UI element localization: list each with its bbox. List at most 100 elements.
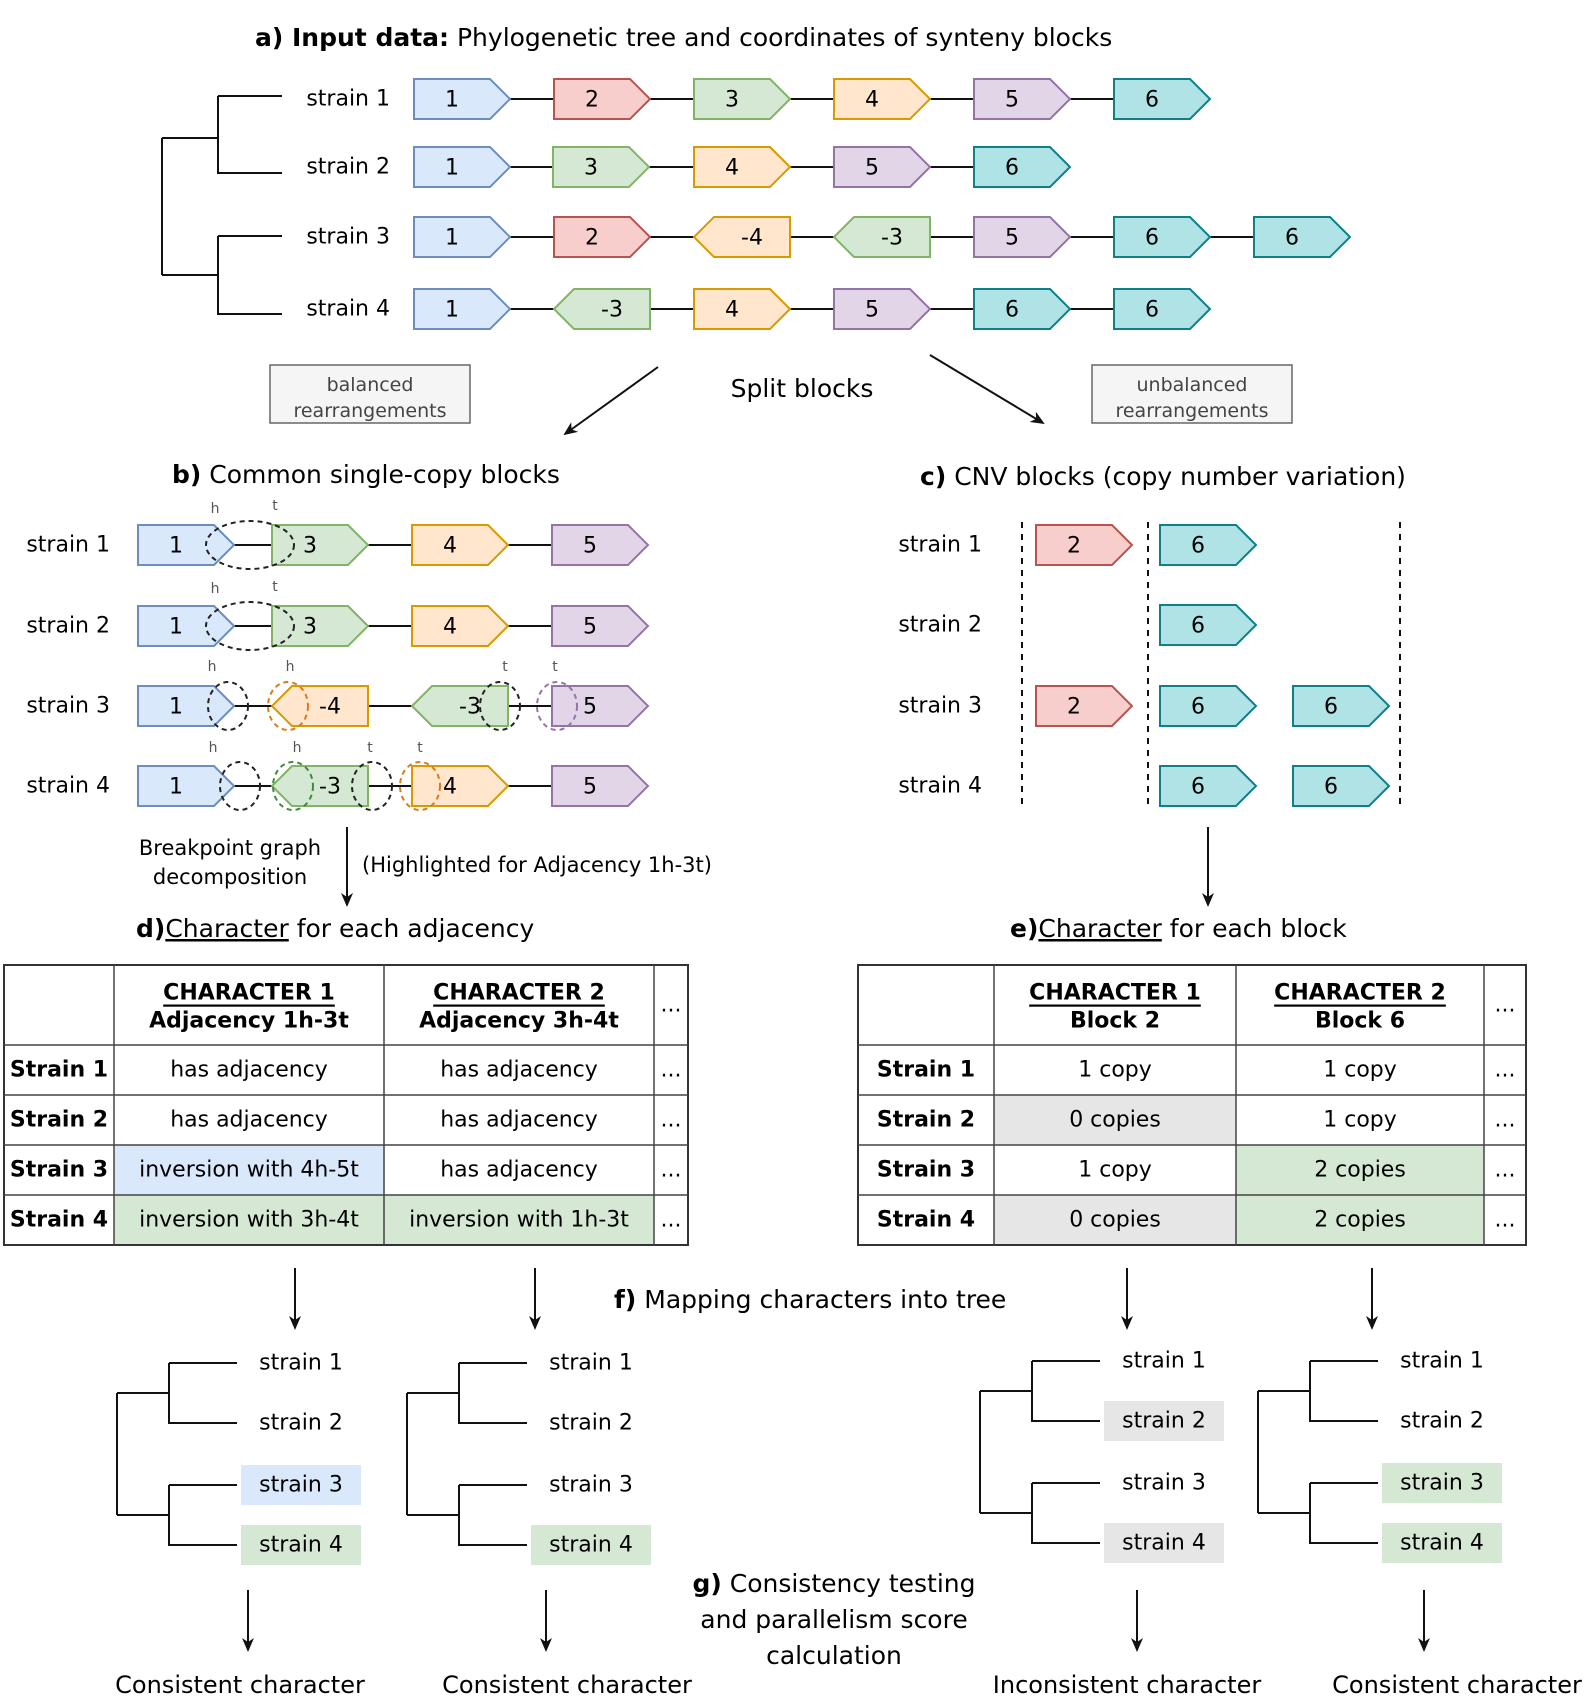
panel-b-block-1-3-label: 4: [443, 534, 457, 559]
panel-a-block-3-4: -3: [832, 216, 931, 258]
panel-a-block-4-5: 6: [973, 288, 1072, 330]
ht-label-4-h1: h: [209, 740, 218, 756]
panel-b-block-2-3-shape: [411, 605, 510, 647]
panel-b-block-1-1-label: 1: [169, 534, 183, 559]
table-e-cell-shade-2-1: [994, 1095, 1236, 1145]
result-label-3: Inconsistent character: [993, 1671, 1262, 1699]
panel-c-block-3-3-shape: [1292, 685, 1391, 727]
table-d-cell-shade-4-2: [384, 1195, 654, 1245]
table-d-cell-4-1: inversion with 3h-4t: [139, 1208, 359, 1233]
tree-3-label-3: strain 3: [1122, 1471, 1206, 1496]
panel-a-block-1-6-label: 6: [1145, 88, 1159, 113]
table-e-cell-1-1: 1 copy: [1078, 1058, 1152, 1083]
panel-b-block-2-4: 5: [551, 605, 650, 647]
panel-a-block-3-6: 6: [1113, 216, 1212, 258]
tree-4-label-3: strain 3: [1400, 1471, 1484, 1496]
table-e-cell-4-2: 2 copies: [1314, 1208, 1406, 1233]
panel-d: d)Character for each adjacency CHARACTER…: [3, 914, 689, 1246]
panel-a-block-4-6-label: 6: [1145, 298, 1159, 323]
panel-a-block-4-4-label: 5: [865, 298, 879, 323]
tree-2-highlight-4: [531, 1525, 651, 1565]
table-d-cell-3-2: has adjacency: [440, 1158, 598, 1183]
table-e-row-label-4: Strain 4: [877, 1208, 975, 1233]
unbalanced-box: [1091, 364, 1293, 424]
panel-a-block-4-6-shape: [1113, 288, 1212, 330]
panel-a-block-1-2: 2: [553, 78, 652, 120]
tree-4-label-2: strain 2: [1400, 1409, 1484, 1434]
panel-a-block-1-2-label: 2: [585, 88, 599, 113]
panel-c: c) CNV blocks (copy number variation) st…: [898, 462, 1406, 907]
panel-c-block-1-1: 2: [1035, 524, 1134, 566]
table-e-cell-shade-4-2: [1236, 1195, 1484, 1245]
table-e-ellipsis-2: ...: [1495, 1108, 1516, 1133]
panel-a-block-4-1-label: 1: [445, 298, 459, 323]
tree-1-label-1: strain 1: [259, 1351, 343, 1376]
panel-b-block-2-1: 1: [137, 605, 236, 647]
panel-b-block-4-4-shape: [551, 765, 650, 807]
table-e-header-sub-1: Block 2: [1070, 1009, 1160, 1034]
table-e-cell-2-2: 1 copy: [1323, 1108, 1397, 1133]
adjacency-circle-4-3: [351, 761, 393, 811]
panel-b-block-4-1-label: 1: [169, 775, 183, 800]
panel-b-block-3-2-label: -4: [319, 695, 341, 720]
panel-a-block-3-4-shape: [832, 216, 931, 258]
panel-a-block-1-6-shape: [1113, 78, 1212, 120]
adjacency-circle-3-1: [207, 681, 249, 731]
table-d-header-name-1: CHARACTER 1: [163, 981, 335, 1006]
panel-e: e)Character for each block CHARACTER 1Bl…: [857, 914, 1527, 1246]
table-e-cell-shade-4-1: [994, 1195, 1236, 1245]
table-d-cell-4-2: inversion with 1h-3t: [409, 1208, 629, 1233]
ht-label-4-t1: t: [367, 740, 373, 756]
panel-e-title-rest: for each block: [1162, 914, 1347, 943]
table-e-row-label-2: Strain 2: [877, 1108, 975, 1133]
tree-4-label-1: strain 1: [1400, 1349, 1484, 1374]
panel-a-block-1-4: 4: [833, 78, 932, 120]
panel-a-block-4-5-label: 6: [1005, 298, 1019, 323]
panel-a-block-1-4-label: 4: [865, 88, 879, 113]
panel-c-block-1-2: 6: [1159, 524, 1258, 566]
panel-f-title-rest: Mapping characters into tree: [636, 1285, 1006, 1314]
panel-c-title-bold: c): [920, 462, 946, 491]
tree-1-label-2: strain 2: [259, 1411, 343, 1436]
table-d-row-label-1: Strain 1: [10, 1058, 108, 1083]
panel-a-block-2-1-label: 1: [445, 156, 459, 181]
panel-c-block-4-2: 6: [1292, 765, 1391, 807]
panel-c-block-1-1-label: 2: [1067, 534, 1081, 559]
table-d-ellipsis-4: ...: [661, 1208, 682, 1233]
panel-c-block-4-1: 6: [1159, 765, 1258, 807]
panel-a-block-1-5-label: 5: [1005, 88, 1019, 113]
tree-1-label-3: strain 3: [259, 1473, 343, 1498]
panel-a-block-4-3-label: 4: [725, 298, 739, 323]
adjacency-circle-4-1: [219, 761, 261, 811]
ht-label-4-h2: h: [293, 740, 302, 756]
panel-e-title-character: Character: [1038, 914, 1162, 943]
panel-c-block-1-1-shape: [1035, 524, 1134, 566]
panel-b-strain-label-2: strain 2: [26, 614, 110, 639]
panel-a-block-1-1: 1: [413, 78, 512, 120]
split-arrow-right: [929, 354, 1045, 425]
adjacency-circle-3-4: [536, 681, 578, 731]
panel-a-block-3-1: 1: [413, 216, 512, 258]
result-label-2: Consistent character: [442, 1671, 692, 1699]
panel-b-block-1-1: 1: [137, 524, 236, 566]
table-e-cell-4-1: 0 copies: [1069, 1208, 1161, 1233]
decomposition-line-2: decomposition: [153, 865, 307, 889]
panel-a-block-4-4: 5: [833, 288, 932, 330]
panel-b-strain-label-3: strain 3: [26, 694, 110, 719]
panel-b-block-1-1-shape: [137, 524, 236, 566]
panel-b-block-4-1-shape: [137, 765, 236, 807]
panel-b-block-2-2-shape: [271, 605, 370, 647]
panel-a-block-3-5: 5: [973, 216, 1072, 258]
panel-a-block-4-6: 6: [1113, 288, 1212, 330]
ht-label-3-t1: t: [502, 659, 508, 675]
panel-b-title: b) Common single-copy blocks: [172, 460, 560, 489]
panel-d-title-bold: d): [136, 914, 165, 943]
panel-c-block-3-2-shape: [1159, 685, 1258, 727]
panel-a-block-4-2-label: -3: [601, 298, 623, 323]
